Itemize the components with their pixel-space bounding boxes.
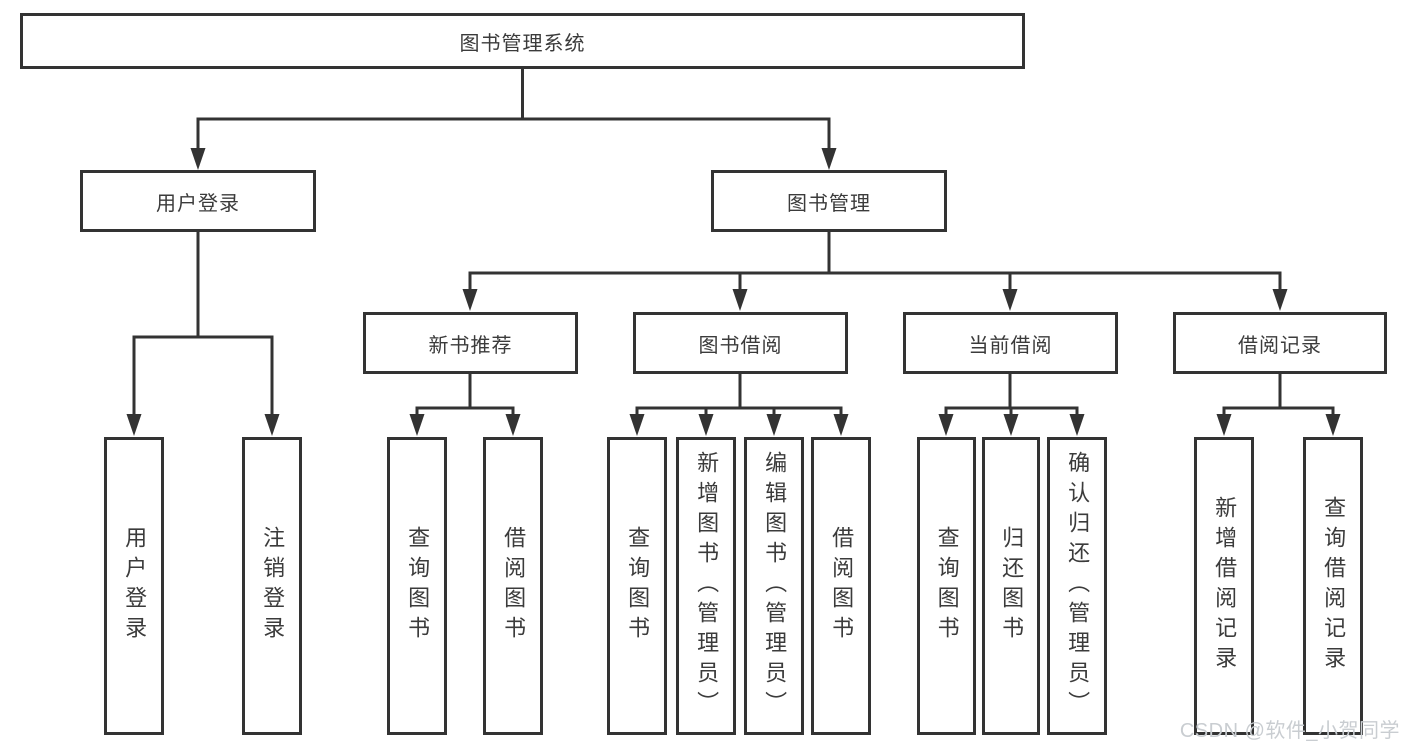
node-label: 用户登录 [122, 526, 148, 646]
node-borrowing-records: 借阅记录 [1173, 312, 1387, 374]
node-label: 编辑图书（管理员） [762, 451, 788, 721]
node-label: 查询图书 [405, 526, 431, 646]
node-book-management: 图书管理 [711, 170, 947, 232]
node-label: 图书管理系统 [459, 32, 586, 55]
leaf-borrowing-query-books: 查询图书 [607, 437, 667, 735]
leaf-recommend-query-books: 查询图书 [387, 437, 447, 735]
node-label: 图书借阅 [698, 334, 783, 357]
node-label: 借阅图书 [501, 526, 527, 646]
leaf-borrowing-borrow-books: 借阅图书 [811, 437, 871, 735]
leaf-confirm-return-admin: 确认归还（管理员） [1047, 437, 1107, 735]
leaf-add-borrow-record: 新增借阅记录 [1194, 437, 1254, 735]
node-label: 查询图书 [934, 526, 960, 646]
node-label: 查询图书 [625, 526, 651, 646]
node-label: 新增借阅记录 [1212, 496, 1238, 676]
node-label: 注销登录 [260, 526, 286, 646]
leaf-add-books-admin: 新增图书（管理员） [676, 437, 736, 735]
arrowheads [126, 148, 1341, 436]
node-label: 当前借阅 [968, 334, 1053, 357]
node-new-book-recommendation: 新书推荐 [363, 312, 578, 374]
leaf-return-books: 归还图书 [982, 437, 1040, 735]
leaf-query-borrow-record: 查询借阅记录 [1303, 437, 1363, 735]
node-user-login: 用户登录 [80, 170, 316, 232]
node-label: 借阅图书 [829, 526, 855, 646]
leaf-recommend-borrow-books: 借阅图书 [483, 437, 543, 735]
node-label: 用户登录 [156, 192, 240, 215]
node-current-borrowing: 当前借阅 [903, 312, 1118, 374]
node-library-management-system: 图书管理系统 [20, 13, 1025, 69]
leaf-logout: 注销登录 [242, 437, 302, 735]
node-label: 确认归还（管理员） [1065, 451, 1091, 721]
node-label: 查询借阅记录 [1321, 496, 1347, 676]
csdn-watermark: CSDN @软件_小贺同学 [1179, 720, 1400, 742]
node-label: 归还图书 [999, 526, 1025, 646]
leaf-current-query-books: 查询图书 [917, 437, 976, 735]
leaf-user-login: 用户登录 [104, 437, 164, 735]
node-label: 新增图书（管理员） [694, 451, 720, 721]
node-book-borrowing: 图书借阅 [633, 312, 848, 374]
leaf-edit-books-admin: 编辑图书（管理员） [744, 437, 804, 735]
node-label: 借阅记录 [1238, 334, 1322, 357]
node-label: 图书管理 [787, 192, 871, 215]
node-label: 新书推荐 [428, 334, 513, 357]
